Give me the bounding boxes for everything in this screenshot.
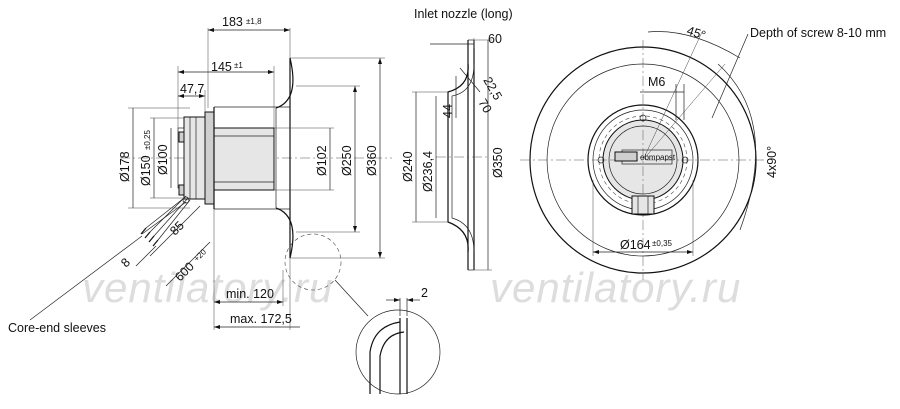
dim-d250: Ø250 bbox=[340, 145, 354, 176]
dim-44: 44 bbox=[441, 104, 455, 118]
m6-label: M6 bbox=[648, 75, 665, 89]
dim-70: 70 bbox=[475, 97, 494, 116]
dim-d164: Ø164 bbox=[620, 238, 651, 252]
dim-d236-4: Ø236,4 bbox=[421, 151, 435, 192]
dim-d150-tol: ±0,25 bbox=[143, 129, 152, 150]
dim-60: 60 bbox=[488, 32, 502, 46]
dim-d100: Ø100 bbox=[156, 144, 170, 175]
fan-side-view bbox=[120, 57, 392, 259]
dim-d102: Ø102 bbox=[315, 145, 329, 176]
watermark-right: ventilatory.ru bbox=[490, 264, 741, 311]
dim-d178: Ø178 bbox=[118, 151, 132, 182]
dim-183-tol: ±1,8 bbox=[246, 17, 262, 26]
dim-145-tol: ±1 bbox=[234, 61, 243, 70]
dim-145: 145 bbox=[211, 60, 232, 74]
dim-183: 183 bbox=[222, 15, 243, 29]
fan-front-view: ebmpapst bbox=[520, 31, 766, 280]
dim-47-7: 47,7 bbox=[180, 82, 204, 96]
side-dimensions bbox=[29, 28, 385, 330]
dim-d350: Ø350 bbox=[491, 147, 505, 178]
brand-label: ebmpapst bbox=[640, 153, 676, 162]
dim-600-tol: +20 bbox=[192, 247, 208, 263]
dim-max-172-5: max. 172,5 bbox=[230, 312, 292, 326]
inlet-nozzle-view bbox=[412, 38, 492, 271]
dim-d240: Ø240 bbox=[401, 151, 415, 182]
dim-d164-tol: ±0,35 bbox=[652, 239, 673, 248]
screw-depth-label: Depth of screw 8-10 mm bbox=[750, 26, 886, 40]
watermark-left: ventilatory.ru bbox=[82, 264, 333, 311]
dim-d150: Ø150 bbox=[139, 155, 153, 186]
core-end-sleeves-label: Core-end sleeves bbox=[8, 321, 106, 335]
dim-min-120: min. 120 bbox=[226, 287, 274, 301]
angle-45: 45° bbox=[685, 24, 707, 43]
nozzle-detail bbox=[284, 233, 441, 395]
dim-d360: Ø360 bbox=[365, 145, 379, 176]
angle-4x90: 4x90° bbox=[765, 146, 779, 178]
inlet-nozzle-title: Inlet nozzle (long) bbox=[414, 7, 513, 21]
detail-dim-2: 2 bbox=[421, 286, 428, 300]
dim-85: 85 bbox=[167, 218, 187, 238]
